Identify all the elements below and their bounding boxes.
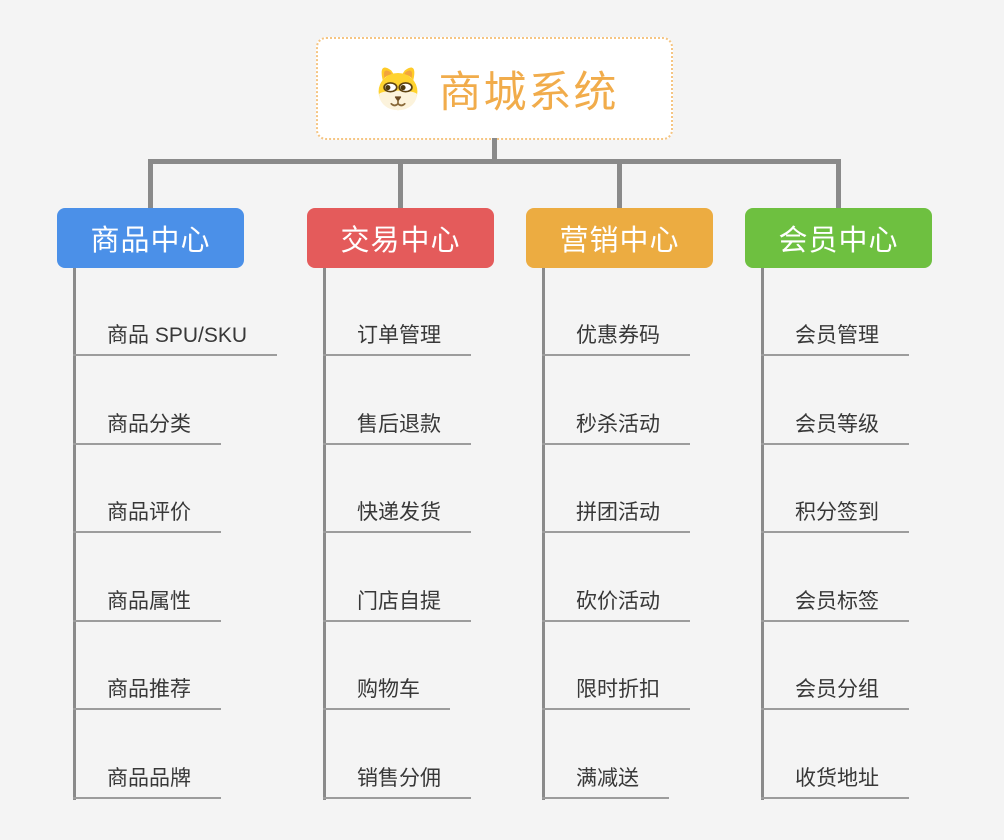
leaf-item[interactable]: 门店自提 (323, 584, 471, 622)
leaf-item[interactable]: 会员分组 (761, 672, 909, 711)
connector-drop-2 (398, 159, 403, 210)
doge-icon (378, 66, 417, 110)
leaf-item[interactable]: 限时折扣 (542, 672, 690, 711)
leaf-item[interactable]: 商品推荐 (73, 672, 221, 711)
branch-header-2[interactable]: 交易中心 (307, 208, 494, 268)
branch-trunk-line (323, 268, 326, 800)
branch-header-4[interactable]: 会员中心 (745, 208, 932, 268)
connector-drop-1 (148, 159, 153, 210)
leaf-item[interactable]: 商品属性 (73, 584, 221, 622)
branch-1: 商品中心 商品 SPU/SKU 商品分类商品评价商品属性商品推荐商品品牌 (57, 208, 278, 808)
branch-trunk-line (761, 268, 764, 800)
leaf-item[interactable]: 会员等级 (761, 407, 909, 445)
branch-trunk-line (73, 268, 76, 800)
leaf-item[interactable]: 订单管理 (323, 318, 471, 356)
connector-drop-4 (836, 159, 841, 210)
root-topic-title: 商城系统 (438, 68, 619, 117)
leaf-item[interactable]: 满减送 (542, 761, 669, 799)
branch-header-1[interactable]: 商品中心 (57, 208, 244, 268)
leaf-item[interactable]: 优惠券码 (542, 318, 690, 356)
leaf-item[interactable]: 购物车 (323, 672, 450, 711)
leaf-item[interactable]: 秒杀活动 (542, 407, 690, 445)
leaf-item[interactable]: 售后退款 (323, 407, 471, 445)
leaf-item[interactable]: 会员标签 (761, 584, 909, 622)
branch-3: 营销中心 优惠券码秒杀活动拼团活动砍价活动限时折扣满减送 (526, 208, 713, 808)
branch-header-3[interactable]: 营销中心 (526, 208, 713, 268)
leaf-item[interactable]: 商品品牌 (73, 761, 221, 799)
leaf-item[interactable]: 收货地址 (761, 761, 909, 799)
branch-4: 会员中心 会员管理会员等级积分签到会员标签会员分组收货地址 (745, 208, 932, 808)
branch-trunk-line (542, 268, 545, 800)
leaf-item[interactable]: 销售分佣 (323, 761, 471, 799)
leaf-item[interactable]: 商品 SPU/SKU (73, 318, 278, 356)
leaf-item[interactable]: 拼团活动 (542, 495, 690, 534)
connector-root-stub (492, 138, 497, 162)
leaf-item[interactable]: 快递发货 (323, 495, 471, 534)
branch-2: 交易中心 订单管理售后退款快递发货门店自提购物车销售分佣 (307, 208, 494, 808)
root-topic[interactable]: 商城系统 (316, 37, 673, 140)
connector-horizontal-bar (148, 159, 841, 164)
leaf-item[interactable]: 商品评价 (73, 495, 221, 534)
leaf-item[interactable]: 砍价活动 (542, 584, 690, 622)
leaf-item[interactable]: 积分签到 (761, 495, 909, 534)
leaf-item[interactable]: 会员管理 (761, 318, 909, 356)
connector-drop-3 (617, 159, 622, 210)
leaf-item[interactable]: 商品分类 (73, 407, 221, 445)
